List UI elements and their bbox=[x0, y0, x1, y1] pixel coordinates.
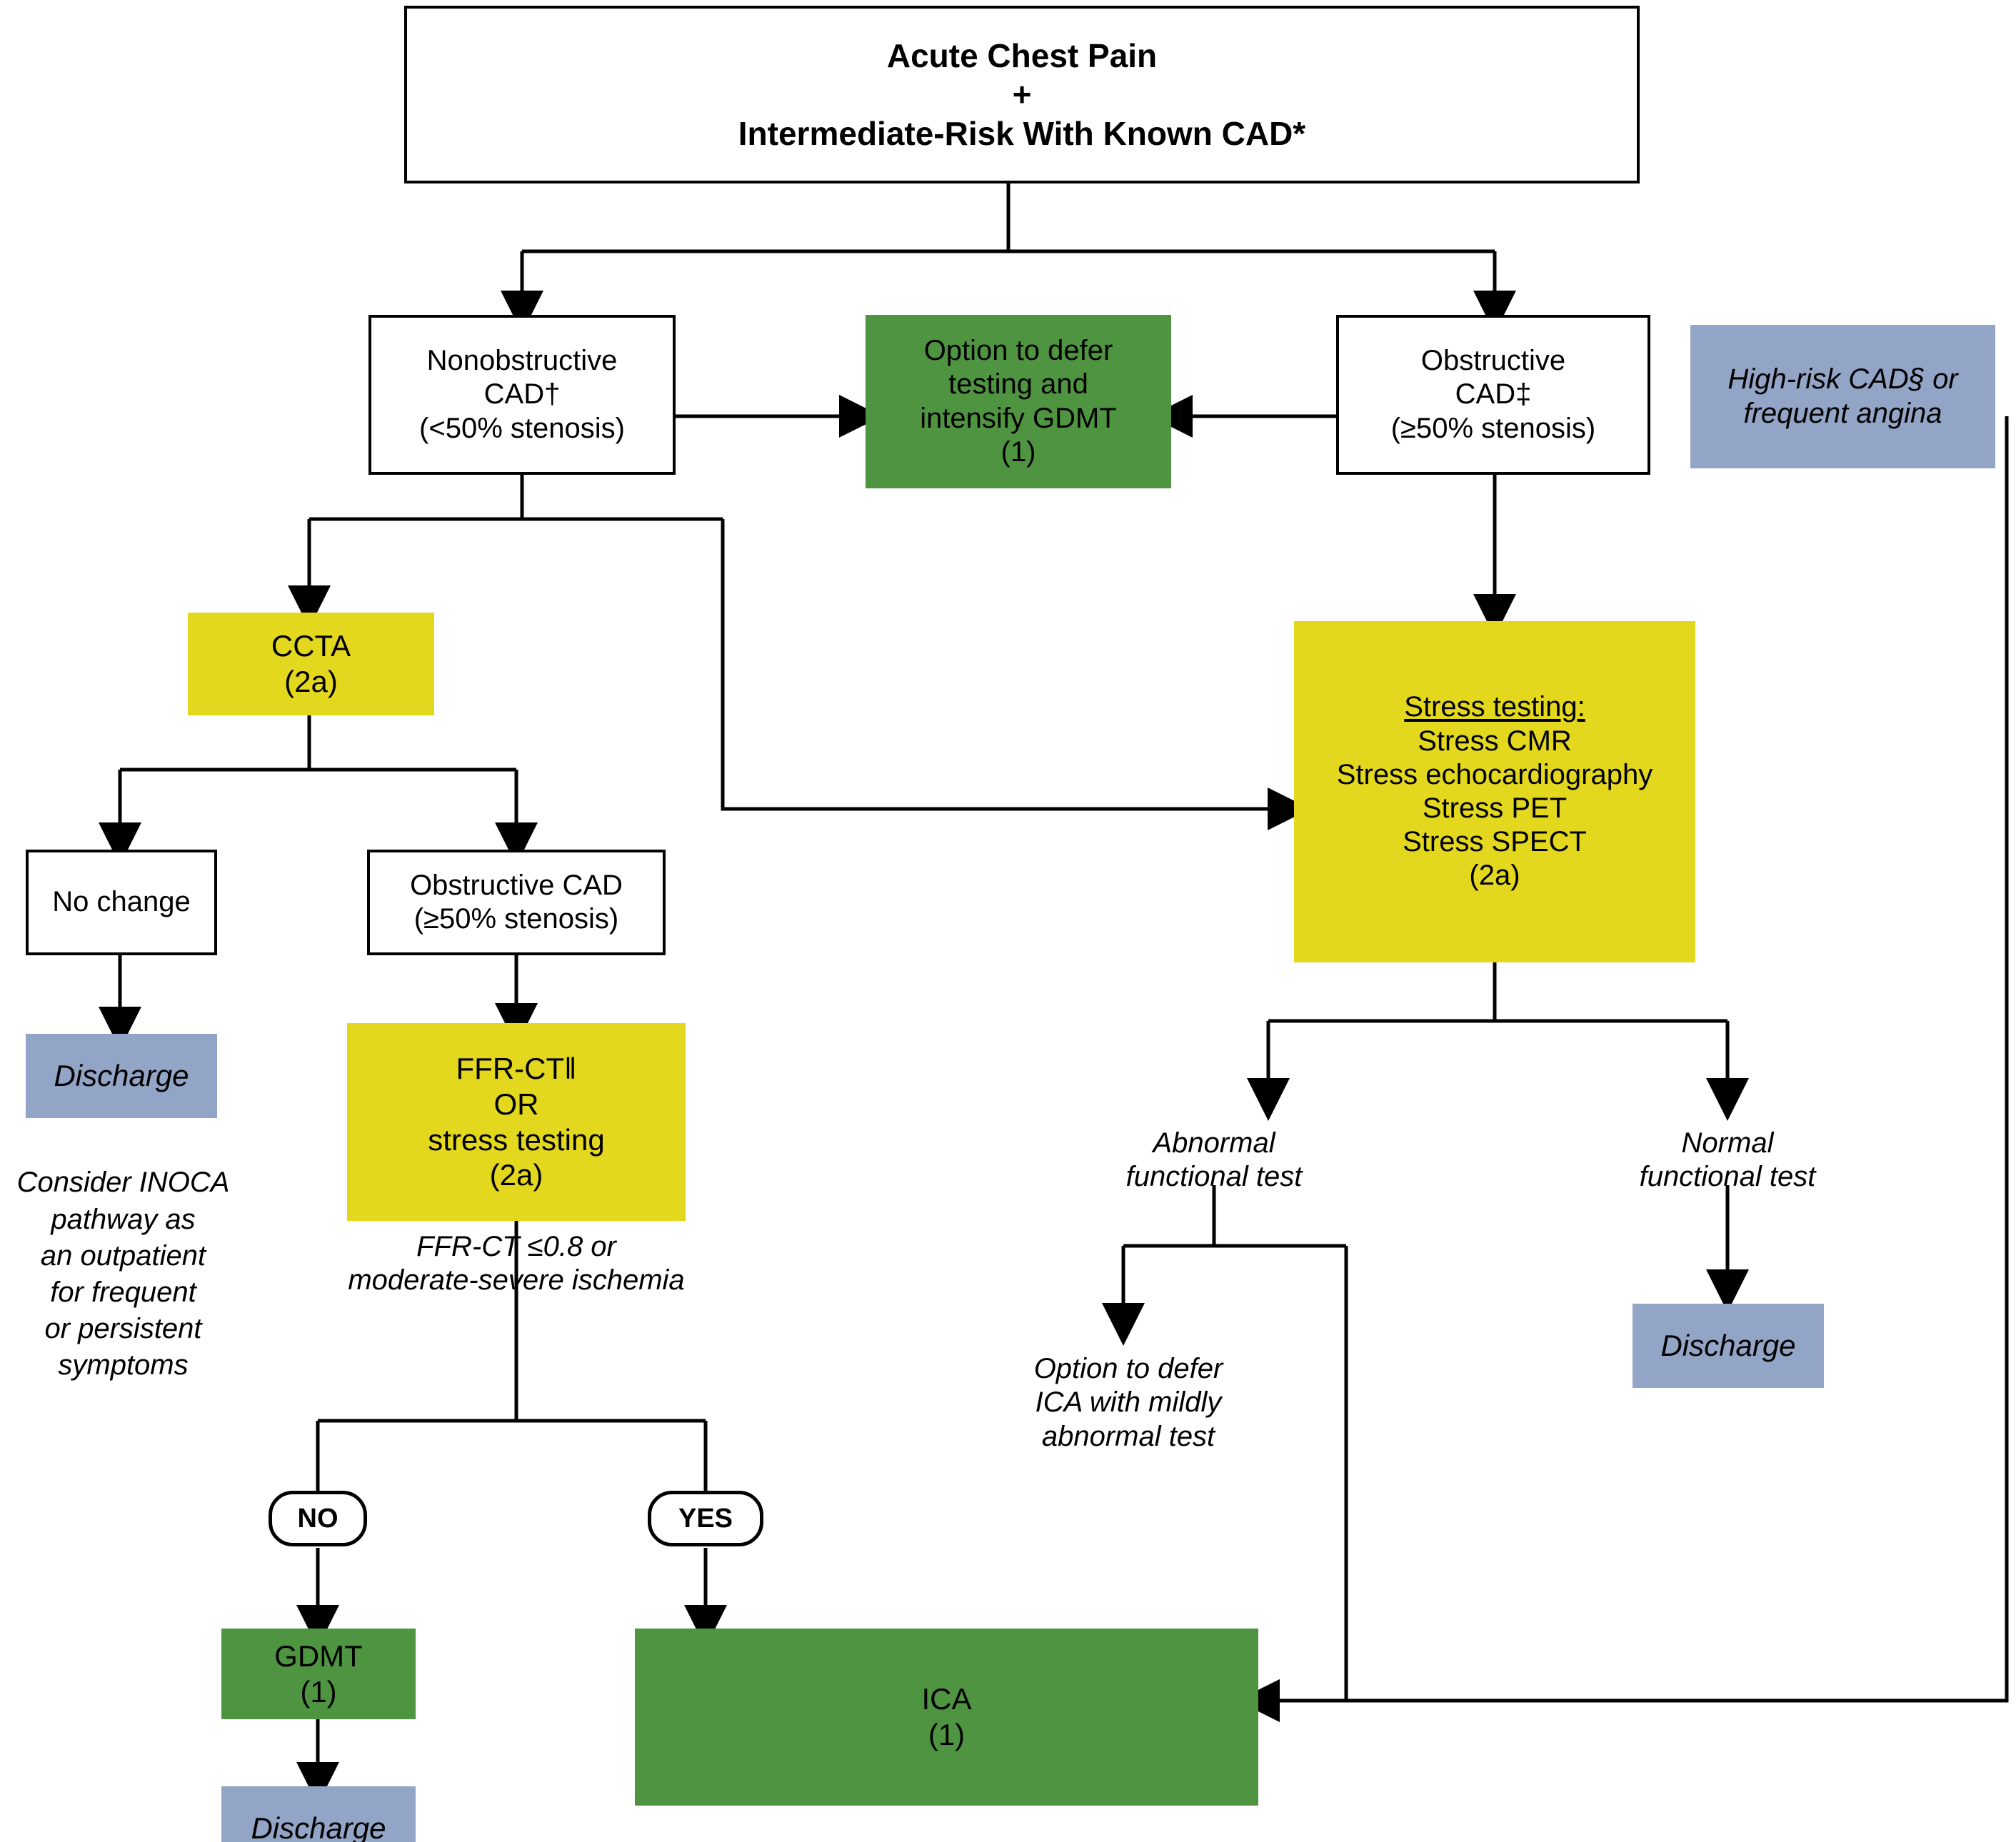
ccta-line2: (2a) bbox=[284, 665, 338, 698]
abnormal-line1: Abnormal bbox=[1153, 1127, 1275, 1159]
ica-line2: (1) bbox=[928, 1718, 966, 1751]
obstructive-line2: CAD‡ bbox=[1455, 378, 1532, 411]
stress-testing-line5: (2a) bbox=[1469, 860, 1520, 892]
node-ccta[interactable]: CCTA (2a) bbox=[188, 613, 434, 715]
node-discharge-right[interactable]: Discharge bbox=[1633, 1304, 1824, 1388]
edge-highrisk-to-ica bbox=[1237, 416, 2009, 1722]
ffr-ct-line3: stress testing bbox=[428, 1122, 605, 1157]
ffr-ct-line2: OR bbox=[493, 1087, 539, 1121]
label-no[interactable]: NO bbox=[269, 1491, 367, 1546]
inoca-line3: an outpatient bbox=[40, 1239, 206, 1272]
edge-abnormal-to-ica bbox=[1237, 1246, 1348, 1722]
note-abnormal-functional-test: Abnormal functional test bbox=[1060, 1121, 1368, 1199]
label-yes-text: YES bbox=[678, 1503, 733, 1534]
ica-line1: ICA bbox=[921, 1682, 972, 1716]
stress-testing-line3: Stress PET bbox=[1422, 792, 1568, 824]
nonobstructive-line2: CAD† bbox=[483, 378, 561, 411]
node-high-risk-cad[interactable]: High-risk CAD§ or frequent angina bbox=[1690, 325, 1995, 468]
discharge-left-label: Discharge bbox=[54, 1059, 189, 1093]
nonobstructive-line3: (<50% stenosis) bbox=[419, 412, 625, 444]
node-discharge-left[interactable]: Discharge bbox=[26, 1034, 217, 1118]
nonobstructive-line1: Nonobstructive bbox=[426, 345, 618, 377]
ffr-criteria-line1: FFR-CT ≤0.8 or bbox=[416, 1230, 616, 1262]
normal-line1: Normal bbox=[1681, 1127, 1774, 1159]
defer-gdmt-line4: (1) bbox=[1001, 436, 1036, 468]
defer-gdmt-line2: testing and bbox=[948, 368, 1088, 401]
defer-ica-line3: abnormal test bbox=[1041, 1420, 1215, 1452]
discharge-bottom-label: Discharge bbox=[251, 1811, 386, 1842]
node-stress-testing[interactable]: Stress testing: Stress CMR Stress echoca… bbox=[1294, 621, 1695, 962]
label-yes[interactable]: YES bbox=[648, 1491, 763, 1546]
defer-gdmt-line1: Option to defer bbox=[923, 335, 1113, 367]
node-obstructive-cad[interactable]: Obstructive CAD‡ (≥50% stenosis) bbox=[1336, 315, 1650, 475]
obstructive2-line2: (≥50% stenosis) bbox=[413, 903, 619, 935]
inoca-line1: Consider INOCA bbox=[16, 1167, 230, 1199]
edge-nonobstructive-to-stress bbox=[721, 519, 1310, 830]
node-nonobstructive-cad[interactable]: Nonobstructive CAD† (<50% stenosis) bbox=[368, 315, 676, 475]
inoca-line2: pathway as bbox=[51, 1203, 196, 1235]
gdmt-line2: (1) bbox=[300, 1674, 337, 1708]
stress-testing-line2: Stress echocardiography bbox=[1336, 758, 1653, 790]
discharge-right-label: Discharge bbox=[1660, 1329, 1796, 1363]
note-ffr-ct-criteria: FFR-CT ≤0.8 or moderate-severe ischemia bbox=[177, 1224, 856, 1303]
normal-line2: functional test bbox=[1639, 1161, 1816, 1192]
ffr-ct-line4: (2a) bbox=[489, 1158, 543, 1192]
note-inoca-pathway: Consider INOCA pathway as an outpatient … bbox=[0, 1157, 246, 1392]
obstructive-line3: (≥50% stenosis) bbox=[1390, 412, 1596, 444]
label-no-text: NO bbox=[297, 1503, 338, 1534]
high-risk-line2: frequent angina bbox=[1743, 397, 1942, 429]
inoca-line4: for frequent bbox=[50, 1277, 196, 1308]
defer-gdmt-line3: intensify GDMT bbox=[920, 402, 1117, 434]
obstructive-line1: Obstructive bbox=[1420, 345, 1566, 377]
stress-testing-line1: Stress CMR bbox=[1418, 725, 1572, 757]
ccta-line1: CCTA bbox=[271, 629, 351, 663]
node-gdmt[interactable]: GDMT (1) bbox=[221, 1629, 416, 1719]
note-normal-functional-test: Normal functional test bbox=[1574, 1121, 1881, 1199]
obstructive2-line1: Obstructive CAD bbox=[410, 869, 623, 901]
ffr-criteria-line2: moderate-severe ischemia bbox=[348, 1264, 685, 1296]
no-change-line1: No change bbox=[52, 886, 191, 918]
node-ica[interactable]: ICA (1) bbox=[635, 1629, 1258, 1806]
node-discharge-bottom[interactable]: Discharge bbox=[221, 1786, 416, 1842]
note-option-defer-ica: Option to defer ICA with mildly abnormal… bbox=[1003, 1342, 1253, 1464]
node-acute-chest-pain[interactable]: Acute Chest Pain + Intermediate-Risk Wit… bbox=[404, 6, 1640, 183]
inoca-line6: symptoms bbox=[58, 1349, 189, 1382]
node-obstructive-cad-secondary[interactable]: Obstructive CAD (≥50% stenosis) bbox=[367, 850, 666, 955]
stress-testing-line4: Stress SPECT bbox=[1403, 826, 1587, 858]
root-line3: Intermediate-Risk With Known CAD* bbox=[738, 114, 1306, 152]
stress-testing-heading: Stress testing: bbox=[1404, 691, 1585, 723]
abnormal-line2: functional test bbox=[1125, 1161, 1303, 1192]
node-no-change[interactable]: No change bbox=[26, 850, 217, 955]
ffr-ct-line1: FFR-CT‖ bbox=[456, 1052, 577, 1086]
node-ffr-ct[interactable]: FFR-CT‖ OR stress testing (2a) bbox=[347, 1023, 686, 1221]
defer-ica-line2: ICA with mildly bbox=[1035, 1386, 1222, 1419]
high-risk-line1: High-risk CAD§ or bbox=[1727, 363, 1958, 396]
gdmt-line1: GDMT bbox=[274, 1639, 363, 1673]
inoca-line5: or persistent bbox=[44, 1313, 202, 1345]
defer-ica-line1: Option to defer bbox=[1033, 1353, 1223, 1385]
root-line2: + bbox=[1012, 76, 1032, 114]
root-line1: Acute Chest Pain bbox=[886, 37, 1158, 75]
node-option-defer-gdmt[interactable]: Option to defer testing and intensify GD… bbox=[866, 315, 1171, 488]
